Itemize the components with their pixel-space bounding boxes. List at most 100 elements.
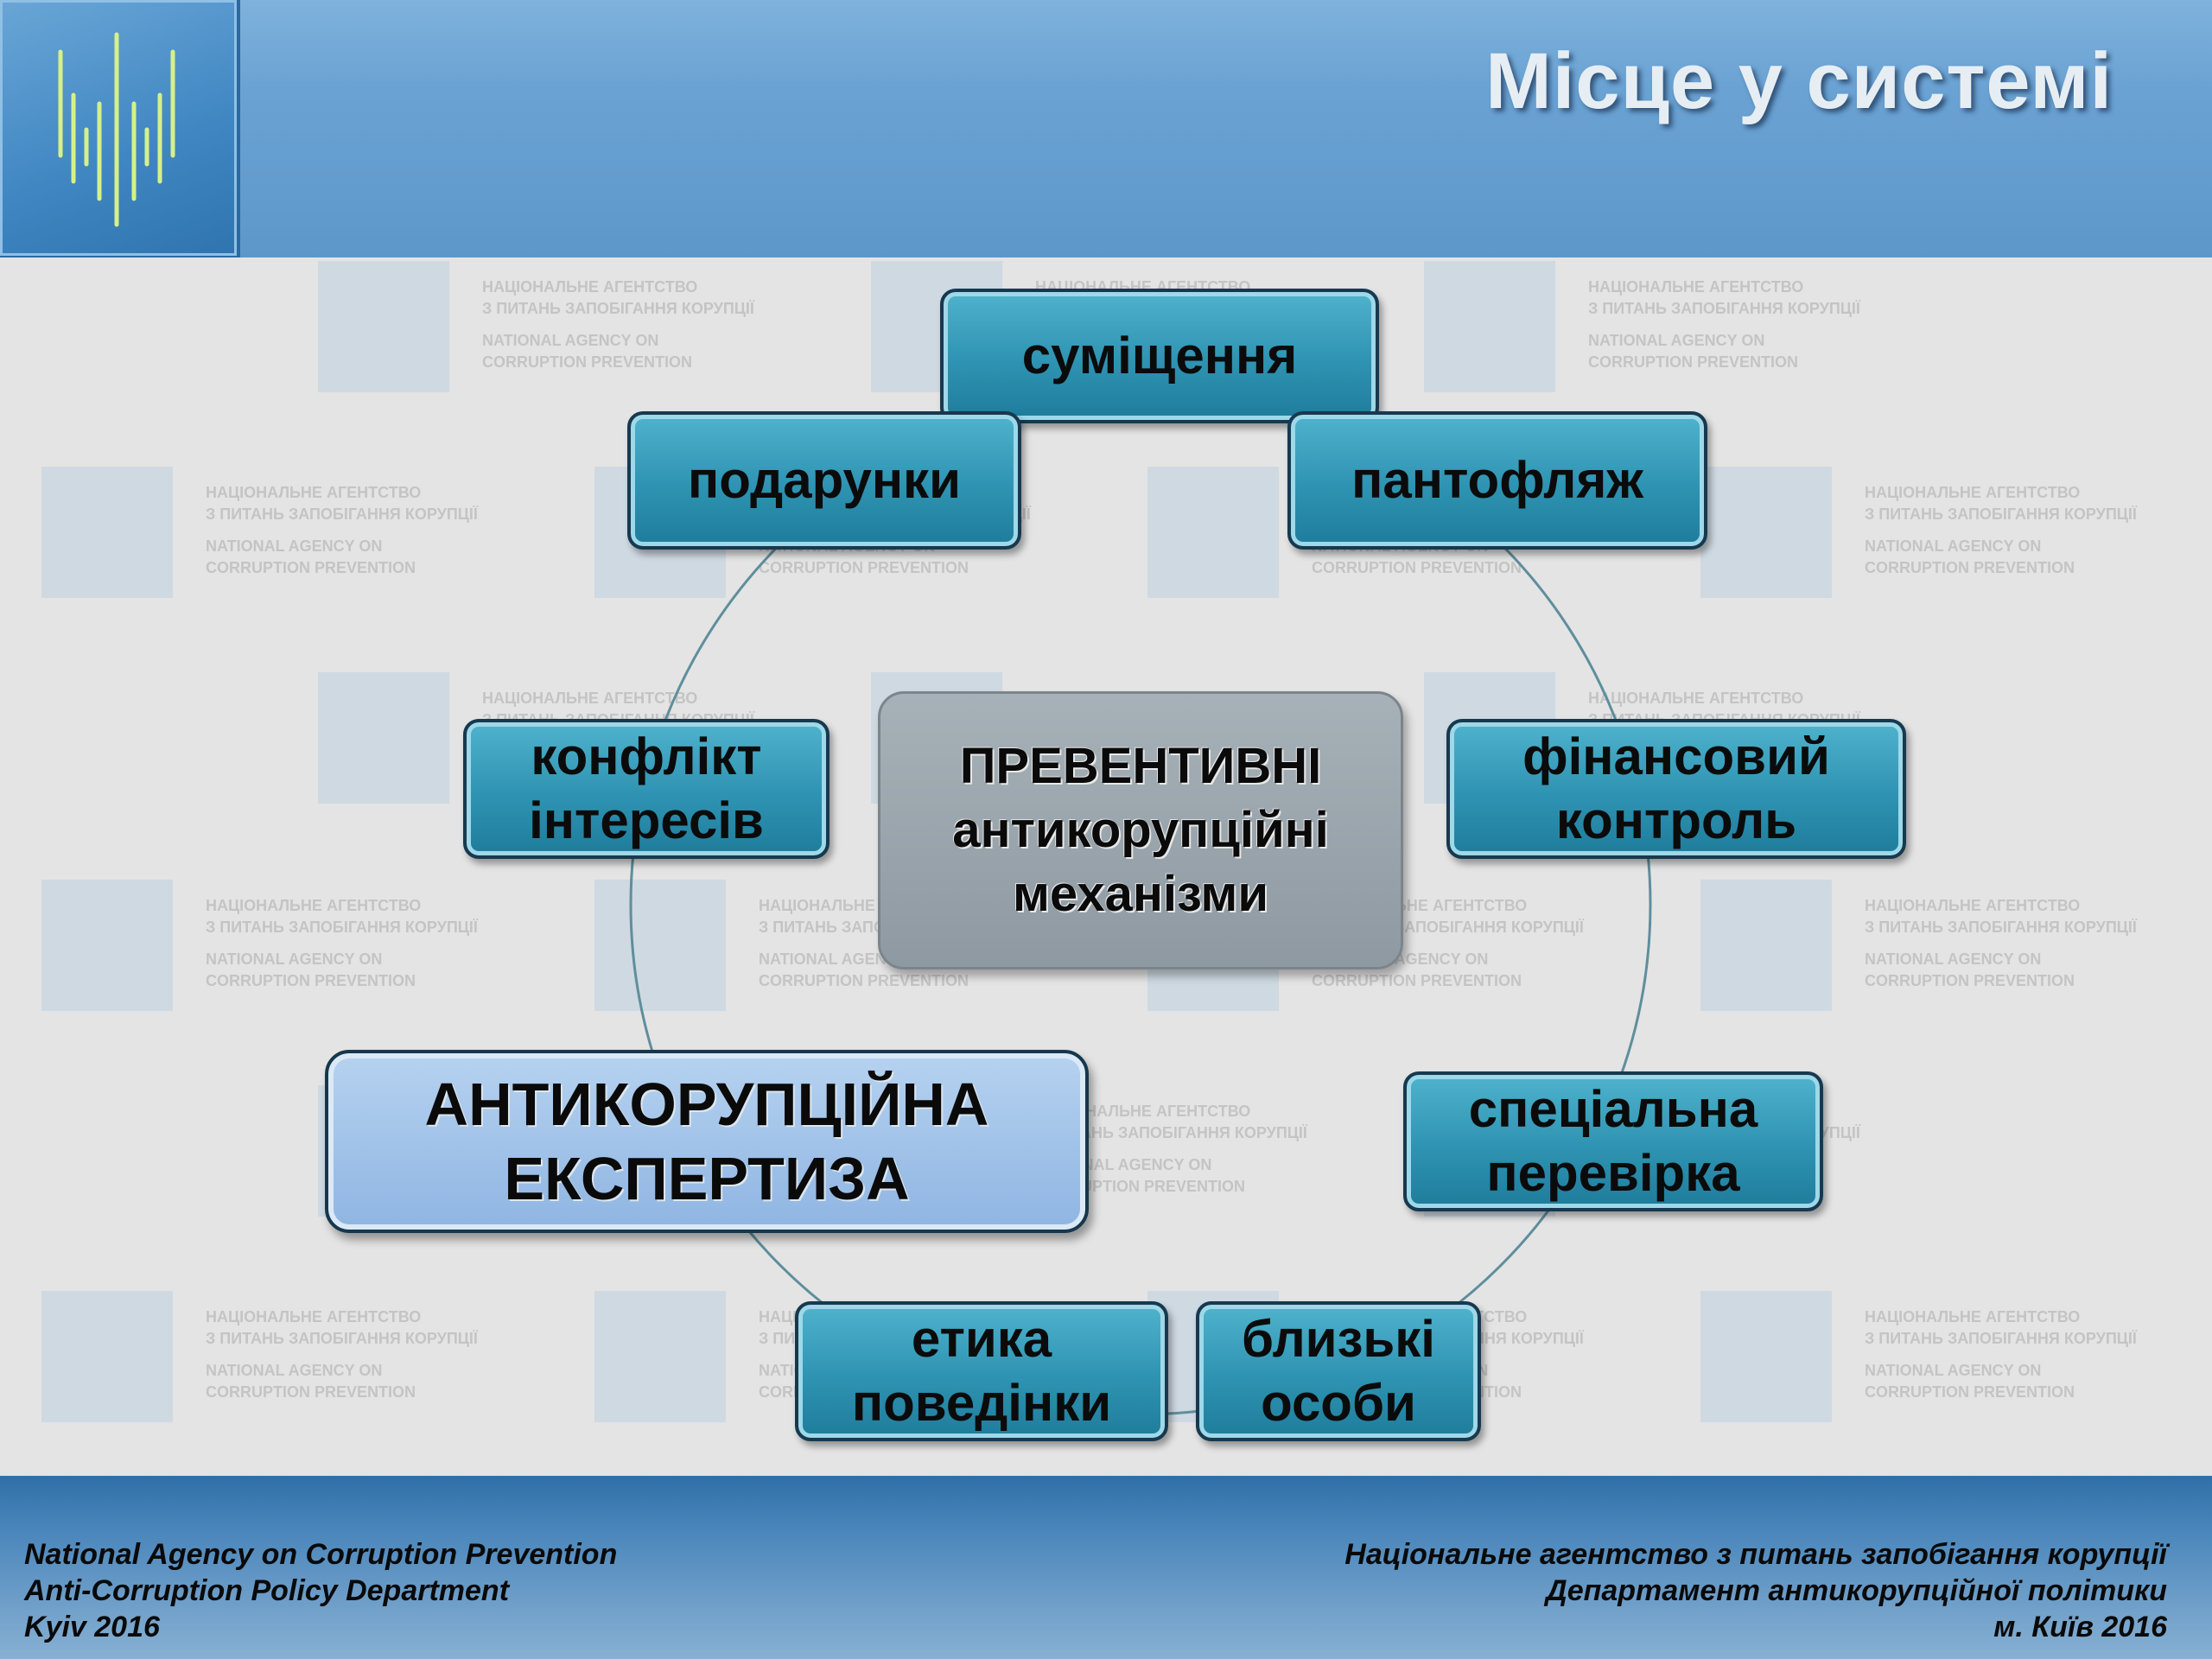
watermark-logo-icon <box>1700 467 1832 598</box>
watermark-line: NATIONAL AGENCY ON <box>206 950 383 968</box>
node-finansovyi-kontrol: фінансовий контроль <box>1446 719 1906 859</box>
watermark-line: НАЦІОНАЛЬНЕ АГЕНТСТВО <box>206 1308 422 1325</box>
watermark-line: CORRUPTION PREVENTION <box>1312 559 1522 576</box>
node-label: подарунки <box>688 451 961 509</box>
watermark-logo-icon <box>318 261 449 392</box>
node-label-line2: особи <box>1261 1374 1416 1432</box>
node-label-line2: інтересів <box>529 791 764 849</box>
watermark-line: З ПИТАНЬ ЗАПОБІГАННЯ КОРУПЦІЇ <box>206 918 478 936</box>
page-title: Місце у системі <box>1485 37 2113 125</box>
node-label-line1: етика <box>911 1310 1052 1368</box>
watermark-line: З ПИТАНЬ ЗАПОБІГАННЯ КОРУПЦІЇ <box>1865 1330 2137 1347</box>
node-pantofliazh: пантофляж <box>1287 411 1707 550</box>
watermark-line: CORRUPTION PREVENTION <box>1588 353 1799 371</box>
center-line2: антикорупційні <box>952 802 1329 858</box>
watermark-line: CORRUPTION PREVENTION <box>206 559 416 576</box>
watermark-line: НАЦІОНАЛЬНЕ АГЕНТСТВО <box>1035 1103 1251 1120</box>
watermark-tile: НАЦІОНАЛЬНЕ АГЕНТСТВО З ПИТАНЬ ЗАПОБІГАНН… <box>41 467 491 605</box>
watermark-text: НАЦІОНАЛЬНЕ АГЕНТСТВО З ПИТАНЬ ЗАПОБІГАНН… <box>1865 895 2137 992</box>
watermark-logo-icon <box>594 1291 726 1422</box>
watermark-line: CORRUPTION PREVENTION <box>206 1383 416 1401</box>
watermark-line: З ПИТАНЬ ЗАПОБІГАННЯ КОРУПЦІЇ <box>1588 300 1860 317</box>
watermark-text: НАЦІОНАЛЬНЕ АГЕНТСТВО З ПИТАНЬ ЗАПОБІГАНН… <box>482 276 754 373</box>
watermark-line: З ПИТАНЬ ЗАПОБІГАННЯ КОРУПЦІЇ <box>1035 1124 1307 1141</box>
header-bar: Місце у системі <box>0 0 2212 259</box>
footer-right-line1: Національне агентство з питань запобіган… <box>1344 1538 2167 1571</box>
watermark-line: З ПИТАНЬ ЗАПОБІГАННЯ КОРУПЦІЇ <box>482 300 754 317</box>
watermark-line: НАЦІОНАЛЬНЕ АГЕНТСТВО <box>1588 690 1804 707</box>
watermark-line: NATIONAL AGENCY ON <box>1865 950 2042 968</box>
expertise-line2: ЕКСПЕРТИЗА <box>504 1145 910 1212</box>
node-blyzki-osoby: близькі особи <box>1196 1301 1481 1441</box>
watermark-line: CORRUPTION PREVENTION <box>759 972 969 989</box>
watermark-line: НАЦІОНАЛЬНЕ АГЕНТСТВО <box>1588 278 1804 296</box>
watermark-tile: НАЦІОНАЛЬНЕ АГЕНТСТВО З ПИТАНЬ ЗАПОБІГАНН… <box>1424 261 1873 399</box>
watermark-logo-icon <box>318 672 449 804</box>
watermark-line: НАЦІОНАЛЬНЕ АГЕНТСТВО <box>206 484 422 501</box>
node-label-line1: спеціальна <box>1468 1080 1758 1138</box>
node-podarunky: подарунки <box>627 411 1021 550</box>
center-line3: механізми <box>1012 866 1268 922</box>
watermark-text: НАЦІОНАЛЬНЕ АГЕНТСТВО З ПИТАНЬ ЗАПОБІГАНН… <box>1865 482 2137 579</box>
watermark-tile: НАЦІОНАЛЬНЕ АГЕНТСТВО З ПИТАНЬ ЗАПОБІГАНН… <box>1700 880 2150 1018</box>
watermark-tile: НАЦІОНАЛЬНЕ АГЕНТСТВО З ПИТАНЬ ЗАПОБІГАНН… <box>1700 467 2150 605</box>
watermark-text: НАЦІОНАЛЬНЕ АГЕНТСТВО З ПИТАНЬ ЗАПОБІГАНН… <box>206 482 478 579</box>
node-konflikt-interesiv: конфлікт інтересів <box>463 719 830 859</box>
node-label-line2: контроль <box>1555 791 1797 849</box>
node-label-line1: близькі <box>1242 1310 1435 1368</box>
watermark-line: NATIONAL AGENCY ON <box>206 537 383 555</box>
watermark-line: CORRUPTION PREVENTION <box>1865 972 2075 989</box>
node-sumishchennia: суміщення <box>940 289 1379 423</box>
watermark-line: CORRUPTION PREVENTION <box>759 559 969 576</box>
watermark-logo-icon <box>594 880 726 1011</box>
watermark-text: НАЦІОНАЛЬНЕ АГЕНТСТВО З ПИТАНЬ ЗАПОБІГАНН… <box>1588 276 1860 373</box>
node-label-line2: перевірка <box>1486 1144 1740 1202</box>
watermark-text: НАЦІОНАЛЬНЕ АГЕНТСТВО З ПИТАНЬ ЗАПОБІГАНН… <box>1865 1306 2137 1403</box>
watermark-line: З ПИТАНЬ ЗАПОБІГАННЯ КОРУПЦІЇ <box>1865 918 2137 936</box>
watermark-line: NATIONAL AGENCY ON <box>1865 1362 2042 1379</box>
watermark-logo-icon <box>1424 261 1555 392</box>
watermark-line: НАЦІОНАЛЬНЕ АГЕНТСТВО <box>482 690 698 707</box>
watermark-logo-icon <box>41 880 173 1011</box>
watermark-tile: НАЦІОНАЛЬНЕ АГЕНТСТВО З ПИТАНЬ ЗАПОБІГАНН… <box>1700 1291 2150 1429</box>
watermark-line: НАЦІОНАЛЬНЕ АГЕНТСТВО <box>1865 897 2081 914</box>
watermark-logo-icon <box>41 1291 173 1422</box>
watermark-tile: НАЦІОНАЛЬНЕ АГЕНТСТВО З ПИТАНЬ ЗАПОБІГАНН… <box>41 880 491 1018</box>
node-label-line1: конфлікт <box>531 728 762 785</box>
watermark-line: NATIONAL AGENCY ON <box>1865 537 2042 555</box>
node-label-line1: фінансовий <box>1522 728 1830 785</box>
watermark-line: НАЦІОНАЛЬНЕ АГЕНТСТВО <box>482 278 698 296</box>
watermark-line: НАЦІОНАЛЬНЕ АГЕНТСТВО <box>206 897 422 914</box>
footer-right-line3: м. Київ 2016 <box>1993 1611 2167 1643</box>
anticorruption-expertise-box: АНТИКОРУПЦІЙНА ЕКСПЕРТИЗА <box>325 1050 1089 1233</box>
watermark-line: З ПИТАНЬ ЗАПОБІГАННЯ КОРУПЦІЇ <box>1865 505 2137 523</box>
agency-logo <box>0 0 240 259</box>
logo-icon <box>58 32 175 227</box>
watermark-logo-icon <box>41 467 173 598</box>
watermark-line: NATIONAL AGENCY ON <box>1588 332 1765 349</box>
watermark-logo-icon <box>1700 880 1832 1011</box>
node-label-line2: поведінки <box>851 1374 1112 1432</box>
node-etyka-povedinky: етика поведінки <box>795 1301 1168 1441</box>
node-label: суміщення <box>1021 327 1298 385</box>
expertise-line1: АНТИКОРУПЦІЙНА <box>424 1071 989 1138</box>
node-label: пантофляж <box>1351 451 1643 509</box>
watermark-line: CORRUPTION PREVENTION <box>206 972 416 989</box>
watermark-line: CORRUPTION PREVENTION <box>482 353 693 371</box>
node-spetsialna-perevirka: спеціальна перевірка <box>1403 1071 1823 1211</box>
footer-right-line2: Департамент антикорупційної політики <box>1546 1574 2167 1607</box>
diagram-area: НАЦІОНАЛЬНЕ АГЕНТСТВО З ПИТАНЬ ЗАПОБІГАНН… <box>0 257 2212 1476</box>
center-line1: ПРЕВЕНТИВНІ <box>959 738 1322 794</box>
watermark-line: НАЦІОНАЛЬНЕ АГЕНТСТВО <box>1865 1308 2081 1325</box>
center-preventive-mechanisms: ПРЕВЕНТИВНІ антикорупційні механізми <box>878 691 1403 969</box>
watermark-logo-icon <box>1700 1291 1832 1422</box>
footer-left-line3: Kyiv 2016 <box>24 1611 160 1643</box>
watermark-line: НАЦІОНАЛЬНЕ АГЕНТСТВО <box>1865 484 2081 501</box>
watermark-line: CORRUPTION PREVENTION <box>1312 972 1522 989</box>
watermark-tile: НАЦІОНАЛЬНЕ АГЕНТСТВО З ПИТАНЬ ЗАПОБІГАНН… <box>318 261 767 399</box>
watermark-line: З ПИТАНЬ ЗАПОБІГАННЯ КОРУПЦІЇ <box>206 505 478 523</box>
watermark-line: NATIONAL AGENCY ON <box>206 1362 383 1379</box>
watermark-line: CORRUPTION PREVENTION <box>1865 559 2075 576</box>
